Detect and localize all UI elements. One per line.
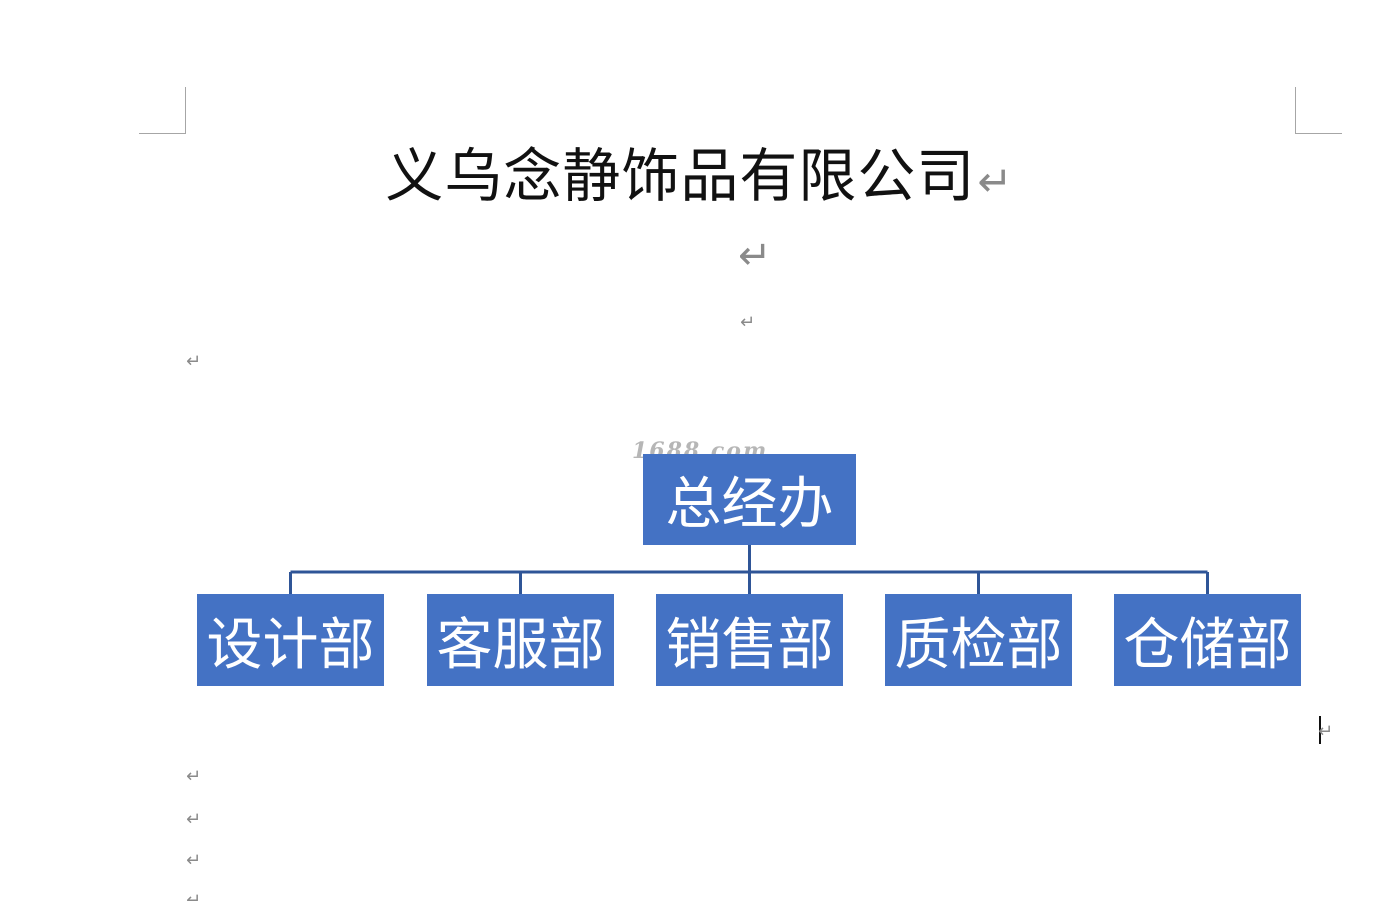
org-node-label: 仓储部 [1123,612,1292,678]
paragraph-mark-icon: ↵ [186,351,202,372]
paragraph-mark-icon: ↵ [1318,721,1334,742]
paragraph-mark-icon: ↵ [186,850,202,871]
org-node-child[interactable]: 质检部 [885,594,1072,686]
paragraph-mark-icon: ↵ [186,809,202,830]
org-node-label: 销售部 [665,612,834,678]
org-node-child[interactable]: 设计部 [197,594,384,686]
margin-corner-top-right [1295,87,1342,134]
org-node-child[interactable]: 客服部 [427,594,614,686]
paragraph-mark-icon: ↵ [738,233,772,279]
paragraph-mark-icon: ↵ [186,890,202,901]
paragraph-mark-icon: ↵ [740,312,756,333]
org-node-label: 总经办 [665,472,834,537]
org-node-label: 客服部 [436,612,605,678]
org-node-root[interactable]: 总经办 [643,454,856,545]
text-cursor [1319,716,1321,744]
org-node-label: 设计部 [206,612,375,678]
org-node-child[interactable]: 销售部 [656,594,843,686]
org-node-label: 质检部 [894,612,1063,678]
org-node-child[interactable]: 仓储部 [1114,594,1301,686]
document-title[interactable]: 义乌念静饰品有限公司↵ [0,138,1399,220]
paragraph-mark-icon: ↵ [977,157,1014,206]
title-text[interactable]: 义乌念静饰品有限公司 [385,142,976,210]
paragraph-mark-icon: ↵ [186,766,202,787]
margin-corner-top-left [139,87,186,134]
